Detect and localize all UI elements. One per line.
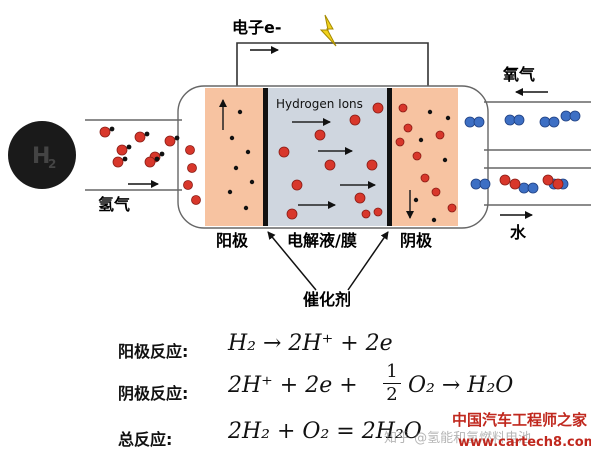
cathode-catalyst-layer: [387, 88, 392, 226]
electron-dot: [126, 144, 132, 150]
cathode-reaction-lhs: 2H⁺ + 2e +: [228, 373, 358, 398]
cathode-reaction-rhs: O₂ → H₂O: [408, 373, 514, 398]
oxygen-in-label: 氧气: [502, 65, 535, 84]
proton: [361, 209, 371, 219]
oxygen-atom: [560, 110, 572, 122]
hydrogen-ions-label: Hydrogen Ions: [276, 97, 363, 111]
hydrogen-molecule: [112, 156, 124, 168]
proton: [398, 103, 408, 113]
proton: [349, 114, 361, 126]
hydrogen-in-label: 氢气: [98, 195, 130, 214]
hydrogen-atom: [185, 145, 195, 155]
oxygen-atom: [548, 116, 560, 128]
electron-dot: [431, 217, 437, 223]
water-hydrogen-atom: [552, 178, 564, 190]
catalyst-pointer-cathode: [347, 231, 389, 291]
electron-dot: [243, 205, 249, 211]
electrolyte-label: 电解液/膜: [287, 231, 357, 250]
hydrogen-molecule: [116, 144, 128, 156]
electron-dot: [413, 197, 419, 203]
oxygen-atom: [504, 114, 516, 126]
proton: [286, 208, 298, 220]
electron-dot: [159, 151, 165, 157]
anode-catalyst-layer: [263, 88, 268, 226]
electron-dot: [418, 137, 424, 143]
anode-layer: [205, 88, 265, 226]
electron-dot: [229, 135, 235, 141]
water-out-label: 水: [510, 223, 527, 242]
zhihu-watermark: 知乎 @氢能和氢燃料电池: [384, 431, 532, 446]
proton: [372, 102, 384, 114]
h2-ball-subscript: 2: [48, 157, 56, 171]
oxygen-atom: [470, 178, 482, 190]
electron-dot: [233, 165, 239, 171]
proton: [395, 137, 405, 147]
fuel-cell-diagram: 电子e- Hydrogen Ions H 2 氢气 氧气 水 阳极 电解液/膜 …: [8, 14, 591, 309]
electron-dot: [174, 135, 180, 141]
cathode-label: 阴极: [400, 231, 433, 250]
oxygen-atom: [479, 178, 491, 190]
fraction-numerator: 1: [386, 361, 398, 382]
proton: [447, 203, 457, 213]
total-reaction-label: 总反应:: [118, 430, 173, 449]
oxygen-atom: [518, 182, 530, 194]
electron-dot: [227, 189, 233, 195]
oxygen-atom: [464, 116, 476, 128]
hydrogen-atom: [187, 163, 197, 173]
electron-dot: [144, 131, 150, 137]
half-fraction: 1 2: [383, 361, 401, 405]
hydrogen-molecule-ball: [8, 121, 76, 189]
proton: [420, 173, 430, 183]
fraction-denominator: 2: [383, 383, 401, 405]
oxygen-atom: [473, 116, 485, 128]
proton: [291, 179, 303, 191]
water-hydrogen-atom: [499, 174, 511, 186]
external-circuit-wire: [236, 42, 429, 88]
hydrogen-molecule: [164, 135, 176, 147]
catalyst-label: 催化剂: [303, 290, 351, 309]
proton: [431, 187, 441, 197]
anode-label: 阳极: [216, 231, 249, 250]
oxygen-atom: [513, 114, 525, 126]
hydrogen-molecule: [144, 156, 156, 168]
electron-dot: [427, 109, 433, 115]
proton: [373, 207, 383, 217]
url-watermark: www.cartech8.com: [458, 435, 591, 450]
catalyst-pointer-anode: [267, 231, 317, 291]
water-hydrogen-atom: [509, 178, 521, 190]
lightning-bolt-icon: [319, 14, 337, 47]
electron-dot: [154, 156, 160, 162]
proton: [435, 130, 445, 140]
particle-layer: [99, 102, 581, 223]
proton: [412, 151, 422, 161]
brand-watermark: 中国汽车工程师之家: [452, 411, 588, 429]
electron-dot: [122, 156, 128, 162]
oxygen-atom: [569, 110, 581, 122]
cathode-reaction-label: 阴极反应:: [118, 384, 189, 403]
hydrogen-atom: [191, 195, 201, 205]
electron-dot: [109, 126, 115, 132]
electron-dot: [445, 115, 451, 121]
electron-dot: [442, 157, 448, 163]
proton: [403, 123, 413, 133]
hydrogen-molecule: [134, 131, 146, 143]
proton: [354, 192, 366, 204]
oxygen-atom: [527, 182, 539, 194]
electron-dot: [249, 179, 255, 185]
anode-reaction-label: 阳极反应:: [118, 342, 189, 361]
anode-reaction-equation: H₂ → 2H⁺ + 2e: [228, 331, 393, 356]
electron-dot: [245, 149, 251, 155]
proton: [324, 159, 336, 171]
hydrogen-molecule: [99, 126, 111, 138]
proton: [366, 159, 378, 171]
water-hydrogen-atom: [542, 174, 554, 186]
proton: [278, 146, 290, 158]
proton: [314, 129, 326, 141]
electron-dot: [237, 109, 243, 115]
oxygen-atom: [539, 116, 551, 128]
h2-ball-letter: H: [32, 144, 50, 169]
hydrogen-atom: [183, 180, 193, 190]
total-reaction-equation: 2H₂ + O₂ = 2H₂O: [228, 419, 422, 444]
electron-label: 电子e-: [232, 18, 282, 37]
